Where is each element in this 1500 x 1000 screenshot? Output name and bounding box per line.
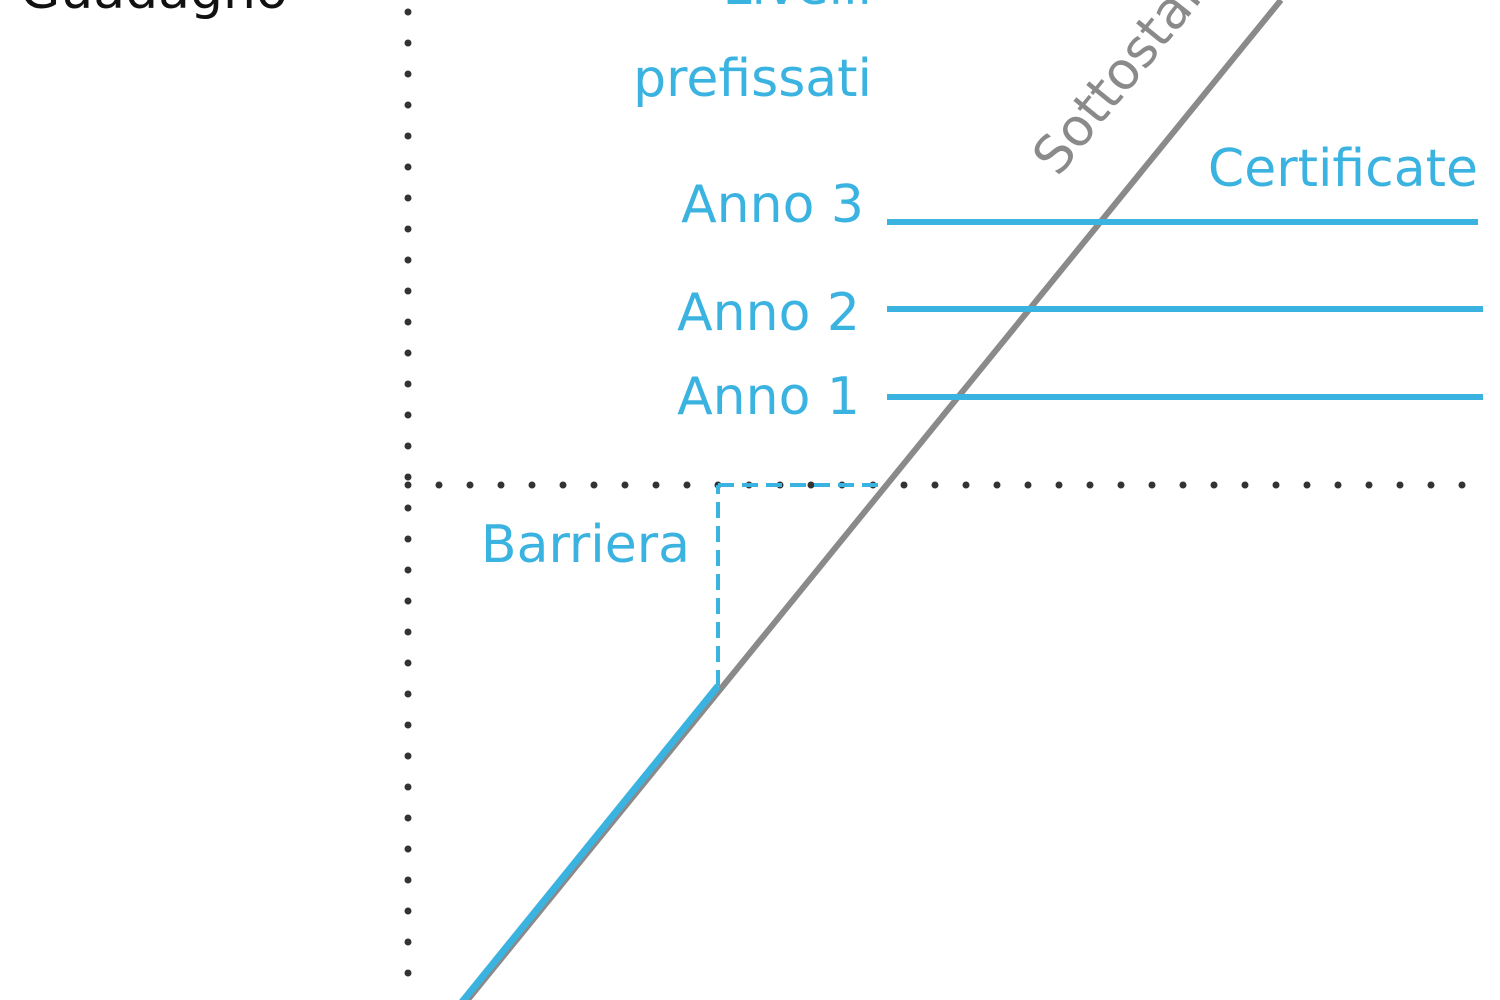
levels-label-line1: Livelli <box>722 0 872 17</box>
year3-label: Anno 3 <box>681 175 864 235</box>
barrier-label: Barriera <box>481 515 690 575</box>
levels-label-line2: prefissati <box>633 49 872 109</box>
year2-label: Anno 2 <box>677 283 860 343</box>
year1-label: Anno 1 <box>677 367 860 427</box>
certificate-loss-line <box>459 683 721 1000</box>
y-axis-label: Guadagno <box>20 0 288 21</box>
underlying-line <box>463 0 1284 1000</box>
certificate-label: Certificate <box>1208 139 1478 199</box>
